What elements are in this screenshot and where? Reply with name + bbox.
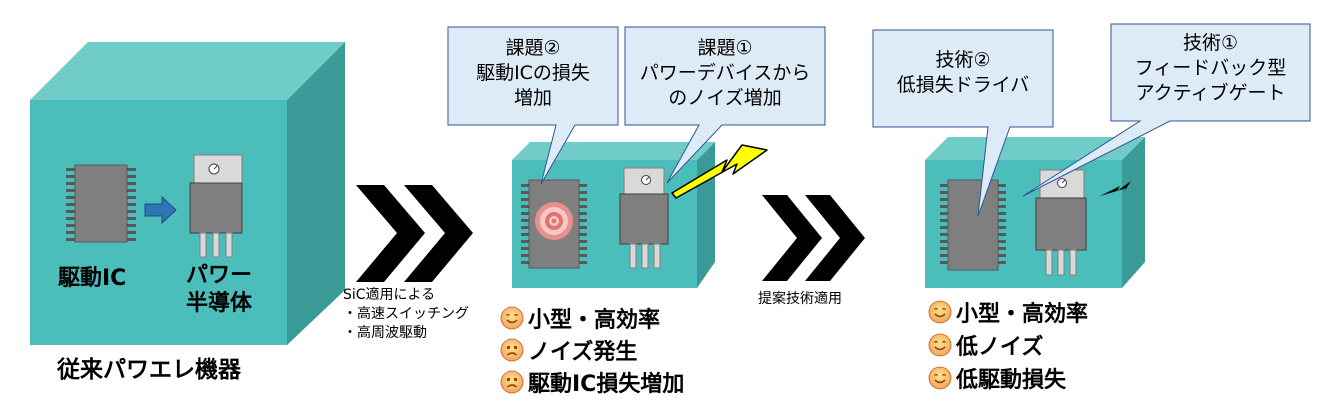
small-noise-spark-icon [1100,181,1131,196]
issue2-title: 課題② [505,37,561,59]
sic-note-line3: ・高周波駆動 [343,325,427,341]
panel2-result-2: ノイズ発生 [500,335,637,365]
drive-signal-arrow-icon [144,195,177,225]
panel2-result-1-text: 小型・高効率 [528,308,661,333]
cube-front-face [30,100,287,345]
transition-chevron-arrow-1 [356,185,473,282]
cube-side-face [287,42,345,345]
panel3-result-3-text: 低駆動損失 [956,368,1067,393]
panel3-result-1-text: 小型・高効率 [956,302,1089,327]
panel2-result-3: 駆動IC損失増加 [500,367,684,397]
driver-ic-label: 駆動IC [58,266,127,291]
panel3-result-1: 小型・高効率 [928,297,1088,327]
panel3-result-3: 低駆動損失 [928,363,1066,393]
tech2-title: 技術② [935,49,991,71]
cube-top-face [30,42,345,100]
issue1-callout-text: 課題① パワーデバイスから のノイズ増加 [625,36,825,111]
issue1-line2: のノイズ増加 [668,87,782,109]
conventional-device-caption: 従来パワエレ機器 [57,357,241,383]
panel3-result-2: 低ノイズ [928,330,1043,360]
driver-ic-chip-icon [66,164,136,243]
tech2-callout-box [872,29,1054,217]
happy-face-icon [500,306,524,330]
panel2-result-2-text: ノイズ発生 [528,340,638,365]
noise-lightning-icon [671,144,768,199]
issue2-line1: 駆動ICの損失 [476,62,590,84]
proposed-tech-note: 提案技術適用 [758,291,842,307]
issue1-callout-box [624,26,826,184]
issue2-callout-text: 課題② 駆動ICの損失 増加 [448,36,618,111]
overheating-driver-ic-icon [521,179,587,269]
tech1-line1: フィードバック型 [1134,57,1287,79]
happy-face-icon [928,366,952,390]
sic-note-line2: ・高速スイッチング [343,306,469,322]
sic-note-line1: SiC適用による [343,287,436,303]
happy-face-icon [928,333,952,357]
panel2-result-3-text: 駆動IC損失増加 [528,372,685,397]
sad-face-icon [500,338,524,362]
conventional-device-cube [30,42,345,345]
tech2-callout-text: 技術② 低損失ドライバ [873,48,1053,98]
power-transistor-icon [189,154,243,258]
issue1-line1: パワーデバイスから [639,62,811,84]
power-transistor-icon-2 [619,167,669,269]
issue2-callout-box [447,26,619,185]
low-loss-driver-ic-icon [940,179,1006,271]
issue2-line2: 増加 [513,87,552,109]
panel3-result-2-text: 低ノイズ [956,335,1044,360]
power-semiconductor-label-line1: パワー [186,263,253,288]
panel2-result-1: 小型・高効率 [500,303,660,333]
tech1-callout-box [1022,23,1311,197]
transition-chevron-arrow-2 [762,195,865,281]
tech2-line1: 低損失ドライバ [896,74,1030,96]
tech1-callout-text: 技術① フィードバック型 アクティブゲート [1111,31,1310,106]
happy-face-icon [928,300,952,324]
power-semiconductor-label-line2: 半導体 [186,291,253,316]
sad-face-icon [500,370,524,394]
tech1-line2: アクティブゲート [1135,82,1286,104]
tech1-title: 技術① [1182,32,1239,54]
issue1-title: 課題① [697,37,753,59]
